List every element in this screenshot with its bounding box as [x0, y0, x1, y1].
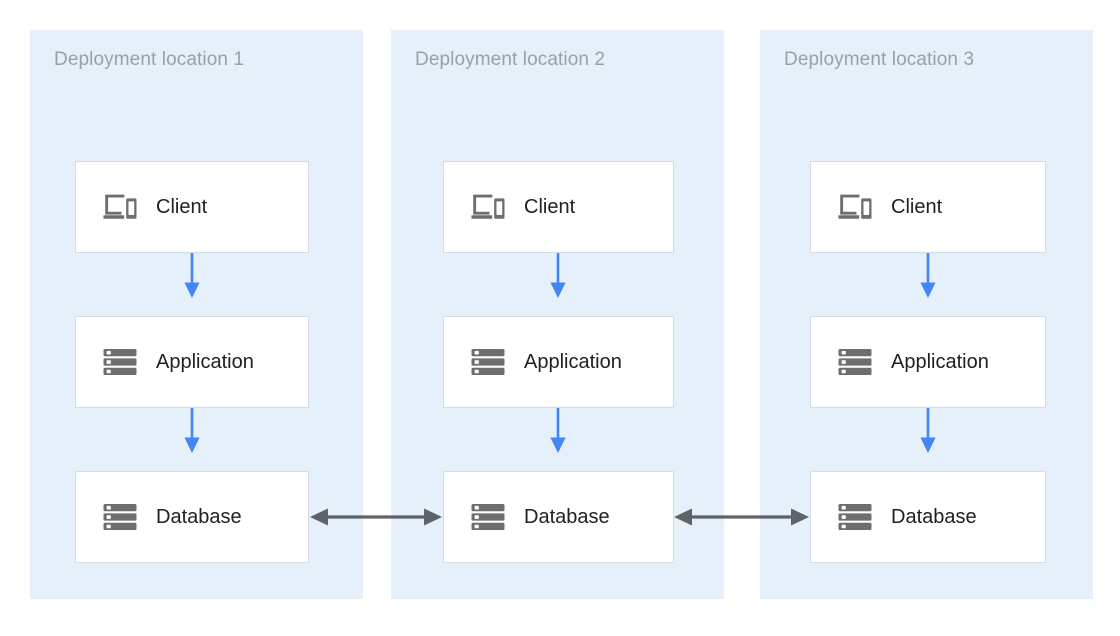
node-label-database-3: Database	[891, 506, 977, 528]
panel-title-1: Deployment location 1	[54, 49, 245, 70]
node-label-client-2: Client	[524, 196, 576, 218]
node-client-3[interactable]: Client	[810, 161, 1046, 253]
connector-application-to-database-1	[184, 408, 200, 453]
server-icon	[103, 504, 137, 530]
connector-application-to-database-2	[550, 408, 566, 453]
node-label-application-3: Application	[891, 351, 989, 373]
server-icon	[471, 349, 505, 375]
connector-database-2-to-database-3	[674, 508, 809, 526]
devices-icon	[103, 194, 137, 219]
node-database-3[interactable]: Database	[810, 471, 1046, 563]
node-label-database-2: Database	[524, 506, 610, 528]
devices-icon	[838, 194, 872, 219]
connector-client-to-application-1	[184, 253, 200, 298]
connector-client-to-application-3	[920, 253, 936, 298]
node-database-2[interactable]: Database	[443, 471, 674, 563]
node-client-1[interactable]: Client	[75, 161, 309, 253]
node-label-application-1: Application	[156, 351, 254, 373]
node-label-client-1: Client	[156, 196, 208, 218]
connector-application-to-database-3	[920, 408, 936, 453]
deployment-location-panel-3: Deployment location 3 Client	[760, 30, 1093, 599]
server-icon	[838, 504, 872, 530]
node-application-3[interactable]: Application	[810, 316, 1046, 408]
node-label-application-2: Application	[524, 351, 622, 373]
devices-icon	[471, 194, 505, 219]
node-application-1[interactable]: Application	[75, 316, 309, 408]
panel-title-3: Deployment location 3	[784, 49, 975, 70]
node-label-client-3: Client	[891, 196, 943, 218]
node-database-1[interactable]: Database	[75, 471, 309, 563]
connector-client-to-application-2	[550, 253, 566, 298]
deployment-location-panel-1: Deployment location 1 Client	[30, 30, 363, 599]
deployment-location-panel-2: Deployment location 2 Client	[391, 30, 724, 599]
server-icon	[471, 504, 505, 530]
server-icon	[838, 349, 872, 375]
node-label-database-1: Database	[156, 506, 242, 528]
server-icon	[103, 349, 137, 375]
node-client-2[interactable]: Client	[443, 161, 674, 253]
panel-title-2: Deployment location 2	[415, 49, 606, 70]
node-application-2[interactable]: Application	[443, 316, 674, 408]
connector-database-1-to-database-2	[310, 508, 442, 526]
